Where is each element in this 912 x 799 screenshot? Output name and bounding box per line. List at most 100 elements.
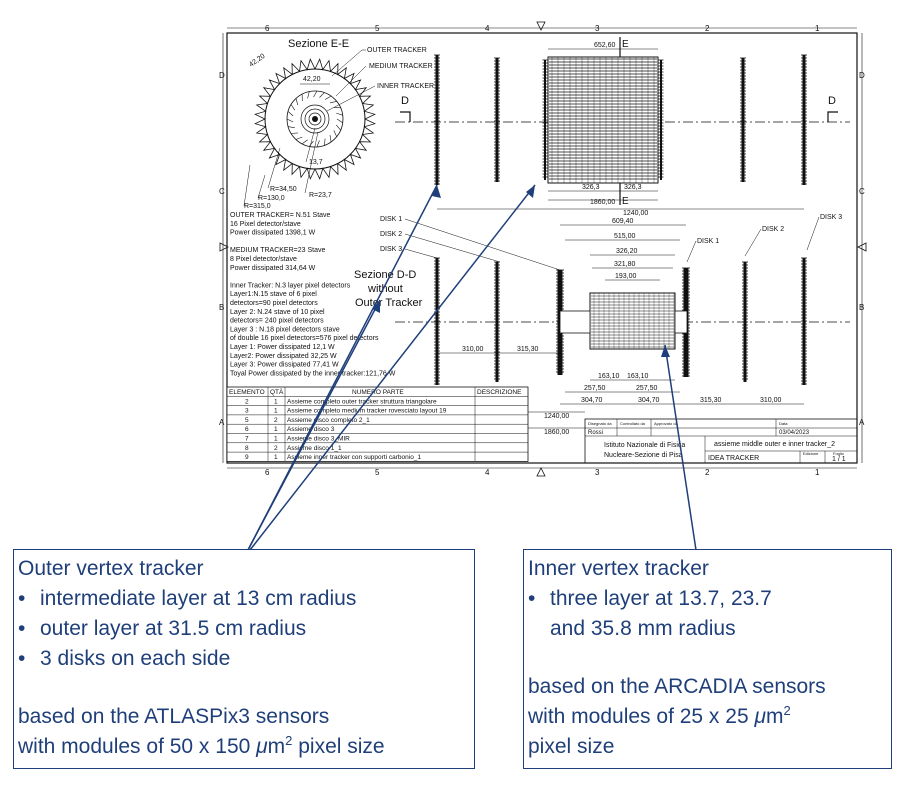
dim-d163b: 163,10 [627,373,649,380]
tb-approved-label: Approvato da [654,421,679,426]
note-line: Layer1:N.15 stave of 6 pixel [230,291,317,298]
list-item: •outer layer at 31.5 cm radius [18,617,307,640]
note-line: Toyal Power dissipated by the inner trac… [230,370,396,377]
grid-row-c-right: C [859,187,865,196]
grid-col-5-bottom: 5 [375,468,380,477]
top-disk-left-2 [494,57,500,182]
bom-cell: 2 [245,398,249,405]
outer-box-module: with modules of 50 x 150 μm2 pixel size [18,733,385,758]
note-line: MEDIUM TRACKER=23 Stave [230,247,325,254]
dim-d310b: 310,00 [760,397,782,404]
list-item: •three layer at 13.7, 23.7 [528,587,772,610]
outer-box-title: Outer vertex tracker [18,557,204,580]
inner-box-sensor: based on the ARCADIA sensors [528,675,826,698]
bom-cell: Assieme completo medium tracker rovescia… [287,408,447,415]
list-item: •3 disks on each side [18,647,231,670]
outer-tracker-barrel [547,56,659,184]
dim-ee-42-20-b: 42,20 [303,76,321,83]
section-dd-sub2: Outer Tracker [355,297,423,309]
note-line: Power dissipated 1398,1 W [230,230,316,237]
sheet-frame [226,32,858,464]
top-disk-right-1 [658,59,664,180]
top-view: D D 652,60 E 326,3 326,3 1860,00 E [395,37,850,207]
inner-box-module: with modules of 25 x 25 μm2 [528,703,791,728]
callout-inner-tracker: INNER TRACKER [377,83,434,90]
inner-vertex-tracker-box: Inner vertex tracker •three layer at 13.… [523,549,892,769]
section-d-left: D [401,95,409,107]
callout-medium-tracker: MEDIUM TRACKER [369,63,433,70]
inner-box-title: Inner vertex tracker [528,557,709,580]
bom-cell: Assieme completo outer tracker struttura… [287,398,437,405]
pointer-lines [247,184,697,551]
top-disk-left-1 [542,59,548,180]
note-line: detectors= 240 pixel detectors [230,318,324,325]
bom-cell: 1 [274,436,278,443]
dim-d257b: 257,50 [636,385,658,392]
dim-d321: 321,80 [614,261,636,268]
section-dd-sub1: without [367,283,403,295]
note-line: 8 Pixel detector/stave [230,256,297,263]
bom-cell: 2 [274,445,278,452]
note-line: OUTER TRACKER= N.51 Stave [230,212,331,219]
tb-description: assieme middle outer e inner tracker_2 [714,441,835,448]
grid-col-3-bottom: 3 [595,468,600,477]
bom-cell: 6 [245,426,249,433]
bom-cell: Assieme disco 1_1 [287,445,342,452]
dim-ee-13-7: 13,7 [309,159,323,166]
bom-cell: 1 [274,454,278,461]
grid-col-6-bottom: 6 [265,468,270,477]
dim-top-326-3-a: 326,3 [582,184,600,191]
disk-label-right-2: DISK 2 [762,226,784,233]
tb-project: IDEA TRACKER [708,455,759,462]
bom-cell: Assieme disco completo 2_1 [287,417,370,424]
dim-d304b: 304,70 [638,397,660,404]
section-ee-label: Sezione E-E [288,38,349,50]
dim-d315b: 315,30 [700,397,722,404]
dim-top-652-60: 652,60 [594,42,616,49]
grid-row-d-left: D [219,71,225,80]
dim-d515: 515,00 [614,233,636,240]
inner-box-pixel-size: pixel size [528,735,615,758]
dim-d310a: 310,00 [462,346,484,353]
bom-cell: 5 [245,417,249,424]
dim-top-326-3-b: 326,3 [624,184,642,191]
note-line: Power dissipated 314,64 W [230,265,316,272]
dim-ee-r34-5: R=34,50 [270,186,297,193]
grid-col-6-top: 6 [265,24,270,33]
grid-col-1-bottom: 1 [815,468,820,477]
grid-row-a-left: A [219,418,225,427]
callout-outer-tracker: OUTER TRACKER [367,47,427,54]
dim-d193: 193,00 [615,273,637,280]
bom-cell: 1 [274,426,278,433]
dim-d1240b: 1240,00 [544,413,569,420]
bom-cell: 3 [245,408,249,415]
outer-box-sensor: based on the ATLASPix3 sensors [18,705,330,728]
tb-institute-1: Istituto Nazionale di Fisica [604,442,685,449]
grid-col-4-bottom: 4 [485,468,490,477]
disk-label-left-1: DISK 1 [380,216,402,223]
bottom-disk-right-3 [801,257,807,385]
grid-col-2-bottom: 2 [705,468,710,477]
grid-col-3-top: 3 [595,24,600,33]
note-line: of double 16 pixel detectors=576 pixel d… [230,335,379,342]
dim-top-1860: 1860,00 [590,199,615,206]
dim-d304a: 304,70 [581,397,603,404]
disk-label-right-1: DISK 1 [697,238,719,245]
grid-row-c-left: C [219,187,225,196]
bom-cell: Assieme inner tracker con supporti carbo… [287,454,421,461]
note-line: 16 Pixel detector/stave [230,221,301,228]
grid-col-2-top: 2 [705,24,710,33]
inner-box-list: •three layer at 13.7, 23.7 and 35.8 mm r… [524,584,891,644]
dim-d163a: 163,10 [598,373,620,380]
bottom-disk-left-2 [494,261,500,382]
tb-date: 03/04/2023 [779,430,810,436]
grid-col-4-top: 4 [485,24,490,33]
dim-d1860b: 1860,00 [544,429,569,436]
tb-date-label: Data [779,421,788,426]
list-item: •intermediate layer at 13 cm radius [18,587,357,610]
medium-tracker-ring [286,90,343,148]
dim-ee-r130: R=130,0 [258,195,285,202]
section-e-bottom: E [622,196,629,207]
dim-d609: 609,40 [612,218,634,225]
